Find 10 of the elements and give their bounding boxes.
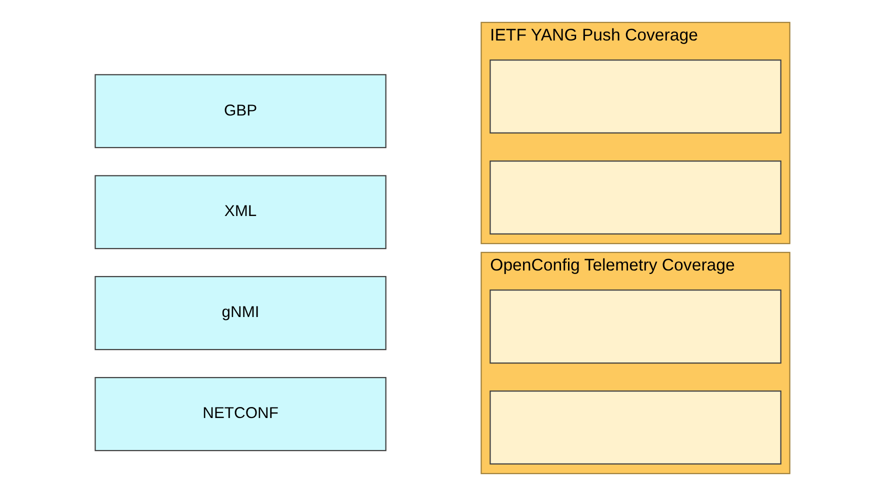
node-box: XML <box>94 174 386 249</box>
node-box: GBP <box>94 74 386 148</box>
node-box: NETCONF <box>94 376 386 451</box>
node-box <box>490 390 782 464</box>
cluster: OpenConfig Telemetry Coverage <box>480 251 790 474</box>
node-box <box>490 289 782 364</box>
node-box <box>490 160 782 234</box>
node-box: gNMI <box>94 276 386 350</box>
node-box <box>490 59 782 134</box>
cluster: IETF YANG Push Coverage <box>480 21 790 244</box>
